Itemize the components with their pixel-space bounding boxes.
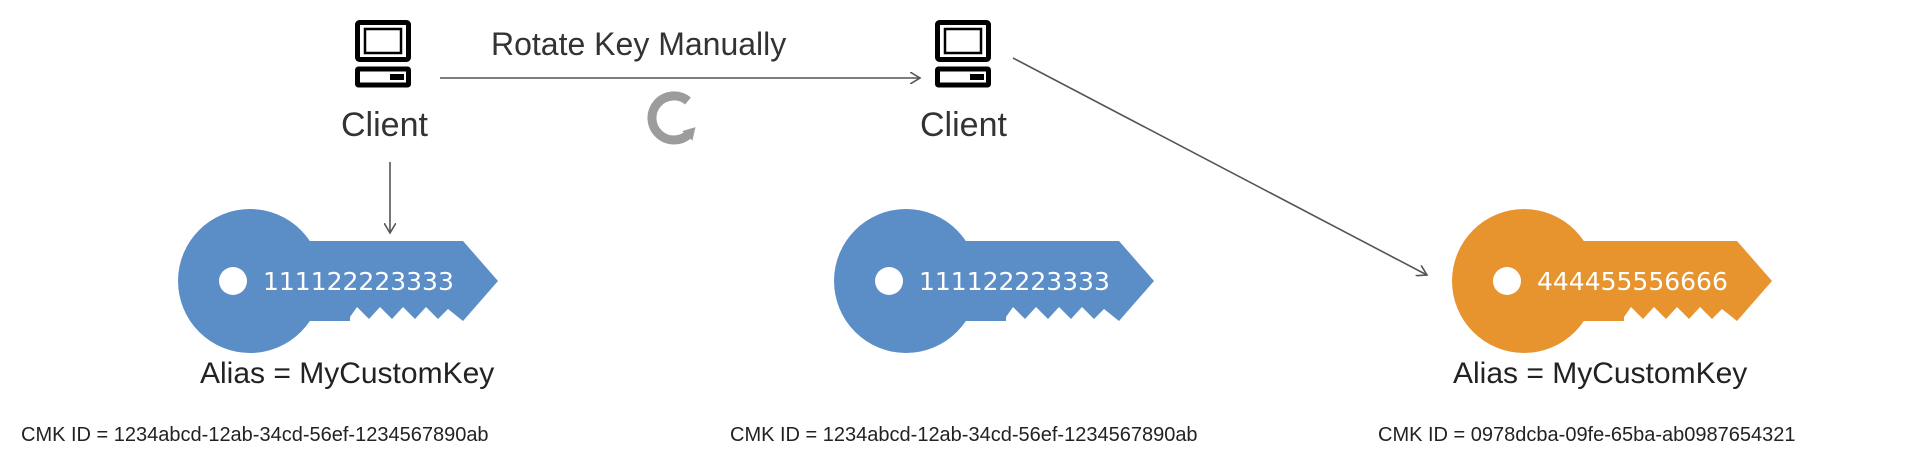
client-label: Client bbox=[341, 106, 428, 144]
key-hole bbox=[875, 267, 903, 295]
refresh-icon bbox=[647, 91, 696, 145]
key-hole bbox=[1493, 267, 1521, 295]
key-1-alias: Alias = MyCustomKey bbox=[200, 357, 495, 390]
key-3-cmk-id: CMK ID = 0978dcba-09fe-65ba-ab0987654321 bbox=[1378, 424, 1796, 446]
key-1-id: 111122223333 bbox=[263, 267, 454, 296]
client-label: Client bbox=[920, 106, 1007, 144]
computer-icon bbox=[938, 23, 989, 86]
key-3: 444455556666 bbox=[1452, 209, 1772, 353]
rotate-key-label: Rotate Key Manually bbox=[491, 26, 787, 62]
key-1-cmk-id: CMK ID = 1234abcd-12ab-34cd-56ef-1234567… bbox=[21, 424, 489, 446]
key-3-alias: Alias = MyCustomKey bbox=[1453, 357, 1748, 390]
key-2-cmk-id: CMK ID = 1234abcd-12ab-34cd-56ef-1234567… bbox=[730, 424, 1198, 446]
client-to-new-key-arrow bbox=[1012, 57, 1427, 275]
key-hole bbox=[219, 267, 247, 295]
key-3-id: 444455556666 bbox=[1537, 267, 1728, 296]
key-2: 111122223333 bbox=[834, 209, 1154, 353]
computer-icon bbox=[358, 23, 409, 86]
key-2-id: 111122223333 bbox=[919, 267, 1110, 296]
key-1: 111122223333 bbox=[178, 209, 498, 353]
